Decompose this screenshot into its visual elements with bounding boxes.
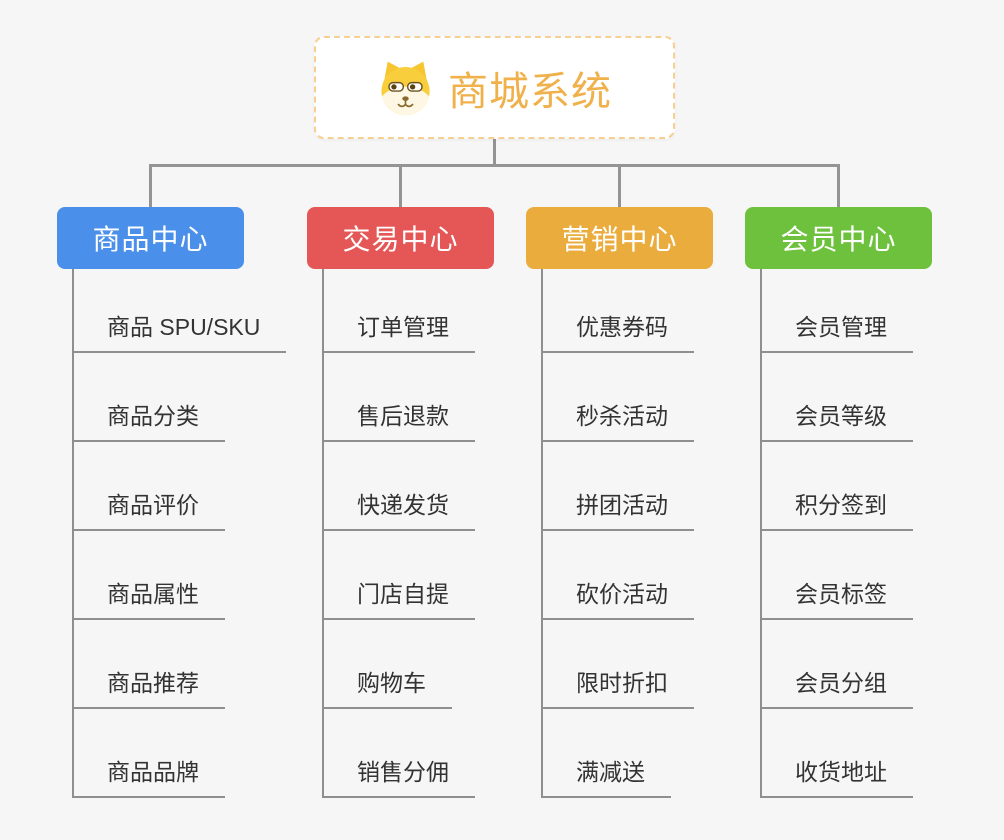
mindmap-node[interactable]: 商品分类 bbox=[73, 353, 225, 442]
root-title: 商城系统 bbox=[448, 69, 612, 114]
node-label: 快递发货 bbox=[357, 492, 449, 518]
branch-label: 营销中心 bbox=[561, 224, 678, 255]
branch-trade-center: 交易中心 订单管理 售后退款 快递发货 门店自提 购物车 销售分佣 bbox=[307, 207, 494, 798]
branch-label: 商品中心 bbox=[92, 224, 209, 255]
branch-child-line bbox=[72, 269, 74, 798]
node-label: 收货地址 bbox=[795, 759, 887, 785]
mindmap-node[interactable]: 购物车 bbox=[323, 620, 452, 709]
mindmap-node[interactable]: 会员管理 bbox=[761, 264, 913, 353]
node-label: 商品评价 bbox=[107, 492, 199, 518]
mindmap-node[interactable]: 售后退款 bbox=[323, 353, 475, 442]
node-label: 会员管理 bbox=[795, 314, 887, 340]
mindmap-node[interactable]: 快递发货 bbox=[323, 442, 475, 531]
branch-product-center: 商品中心 商品 SPU/SKU 商品分类 商品评价 商品属性 商品推荐 商品品牌 bbox=[57, 207, 287, 798]
mindmap-node[interactable]: 销售分佣 bbox=[323, 709, 475, 798]
root-node[interactable]: 商城系统 bbox=[314, 36, 675, 139]
branch-label: 会员中心 bbox=[780, 224, 897, 255]
branch-child-line bbox=[760, 269, 762, 798]
mindmap-node[interactable]: 商品评价 bbox=[73, 442, 225, 531]
node-label: 会员标签 bbox=[795, 581, 887, 607]
branch-marketing-center: 营销中心 优惠券码 秒杀活动 拼团活动 砍价活动 限时折扣 满减送 bbox=[526, 207, 713, 798]
node-label: 积分签到 bbox=[795, 492, 887, 518]
mindmap-node[interactable]: 满减送 bbox=[542, 709, 671, 798]
node-label: 会员分组 bbox=[795, 670, 887, 696]
mindmap-node[interactable]: 拼团活动 bbox=[542, 442, 694, 531]
branch-member-center: 会员中心 会员管理 会员等级 积分签到 会员标签 会员分组 收货地址 bbox=[745, 207, 932, 798]
node-label: 门店自提 bbox=[357, 581, 449, 607]
mindmap-node[interactable]: 商品属性 bbox=[73, 531, 225, 620]
mindmap-node[interactable]: 优惠券码 bbox=[542, 264, 694, 353]
node-label: 销售分佣 bbox=[357, 759, 449, 785]
mindmap-node[interactable]: 砍价活动 bbox=[542, 531, 694, 620]
branch-child-line bbox=[541, 269, 543, 798]
branch-node-marketing-center[interactable]: 营销中心 bbox=[526, 207, 713, 269]
node-label: 砍价活动 bbox=[576, 581, 668, 607]
mindmap-node[interactable]: 门店自提 bbox=[323, 531, 475, 620]
branch-label: 交易中心 bbox=[342, 224, 459, 255]
node-label: 售后退款 bbox=[357, 403, 449, 429]
mindmap-node[interactable]: 商品 SPU/SKU bbox=[73, 264, 287, 353]
dog-face-icon bbox=[381, 61, 430, 116]
node-label: 秒杀活动 bbox=[576, 403, 668, 429]
node-label: 订单管理 bbox=[357, 314, 449, 340]
node-label: 购物车 bbox=[357, 670, 426, 696]
mindmap-node[interactable]: 会员标签 bbox=[761, 531, 913, 620]
mindmap-node[interactable]: 会员等级 bbox=[761, 353, 913, 442]
node-label: 优惠券码 bbox=[576, 314, 668, 340]
node-label: 商品 SPU/SKU bbox=[107, 314, 261, 340]
mindmap-node[interactable]: 商品品牌 bbox=[73, 709, 225, 798]
node-label: 会员等级 bbox=[795, 403, 887, 429]
node-label: 商品推荐 bbox=[107, 670, 199, 696]
node-label: 满减送 bbox=[576, 759, 645, 785]
node-label: 商品品牌 bbox=[107, 759, 199, 785]
node-label: 商品属性 bbox=[107, 581, 199, 607]
mindmap-node[interactable]: 会员分组 bbox=[761, 620, 913, 709]
mindmap-node[interactable]: 积分签到 bbox=[761, 442, 913, 531]
branch-child-line bbox=[322, 269, 324, 798]
branch-node-product-center[interactable]: 商品中心 bbox=[57, 207, 244, 269]
node-label: 商品分类 bbox=[107, 403, 199, 429]
node-label: 限时折扣 bbox=[576, 670, 668, 696]
mindmap-node[interactable]: 秒杀活动 bbox=[542, 353, 694, 442]
mindmap-node[interactable]: 限时折扣 bbox=[542, 620, 694, 709]
node-label: 拼团活动 bbox=[576, 492, 668, 518]
mindmap-node[interactable]: 商品推荐 bbox=[73, 620, 225, 709]
mindmap-node[interactable]: 收货地址 bbox=[761, 709, 913, 798]
mindmap-node[interactable]: 订单管理 bbox=[323, 264, 475, 353]
branch-node-member-center[interactable]: 会员中心 bbox=[745, 207, 932, 269]
branch-node-trade-center[interactable]: 交易中心 bbox=[307, 207, 494, 269]
